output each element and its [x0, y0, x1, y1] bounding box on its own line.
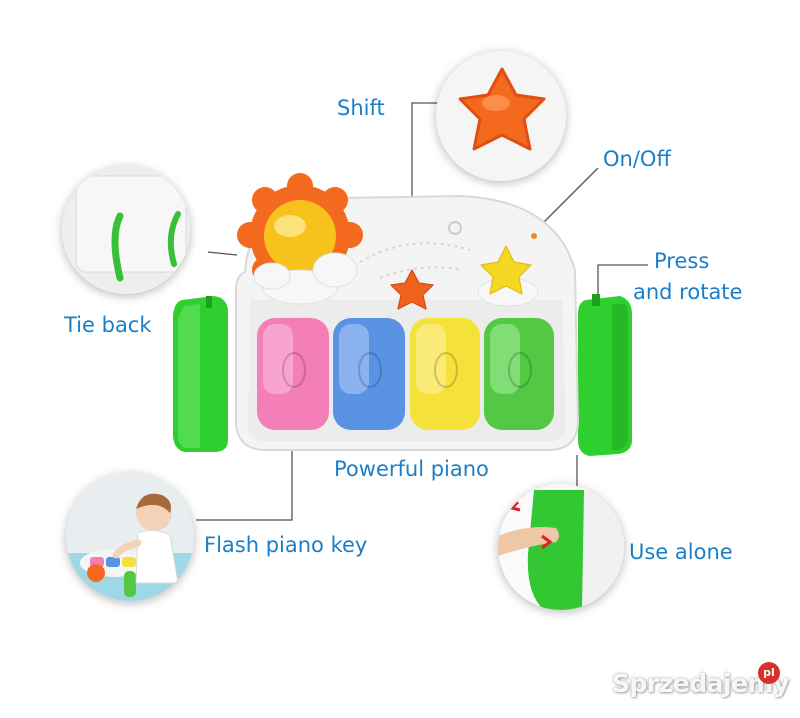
right-side-clip: [578, 294, 632, 456]
piano-keys: [257, 318, 554, 430]
shift-star-button: [390, 269, 434, 310]
label-flash-piano-key: Flash piano key: [204, 533, 368, 557]
inset-shift-star: [436, 51, 566, 181]
label-powerful-piano: Powerful piano: [334, 457, 489, 481]
inset-use-alone: [498, 484, 624, 610]
yellow-star-button: [477, 245, 539, 307]
label-and-rotate: and rotate: [633, 280, 743, 304]
sun-decoration: [237, 173, 363, 305]
on-off-switch: [531, 233, 537, 239]
label-shift: Shift: [337, 96, 385, 120]
label-use-alone: Use alone: [629, 540, 733, 564]
label-press: Press: [654, 249, 710, 273]
label-on-off: On/Off: [603, 147, 671, 171]
label-tie-back: Tie back: [64, 313, 152, 337]
inset-flash-piano-key: [66, 473, 194, 601]
left-side-clip: [173, 296, 228, 452]
inset-tie-back: [62, 166, 190, 294]
watermark-badge: pl: [758, 662, 780, 684]
